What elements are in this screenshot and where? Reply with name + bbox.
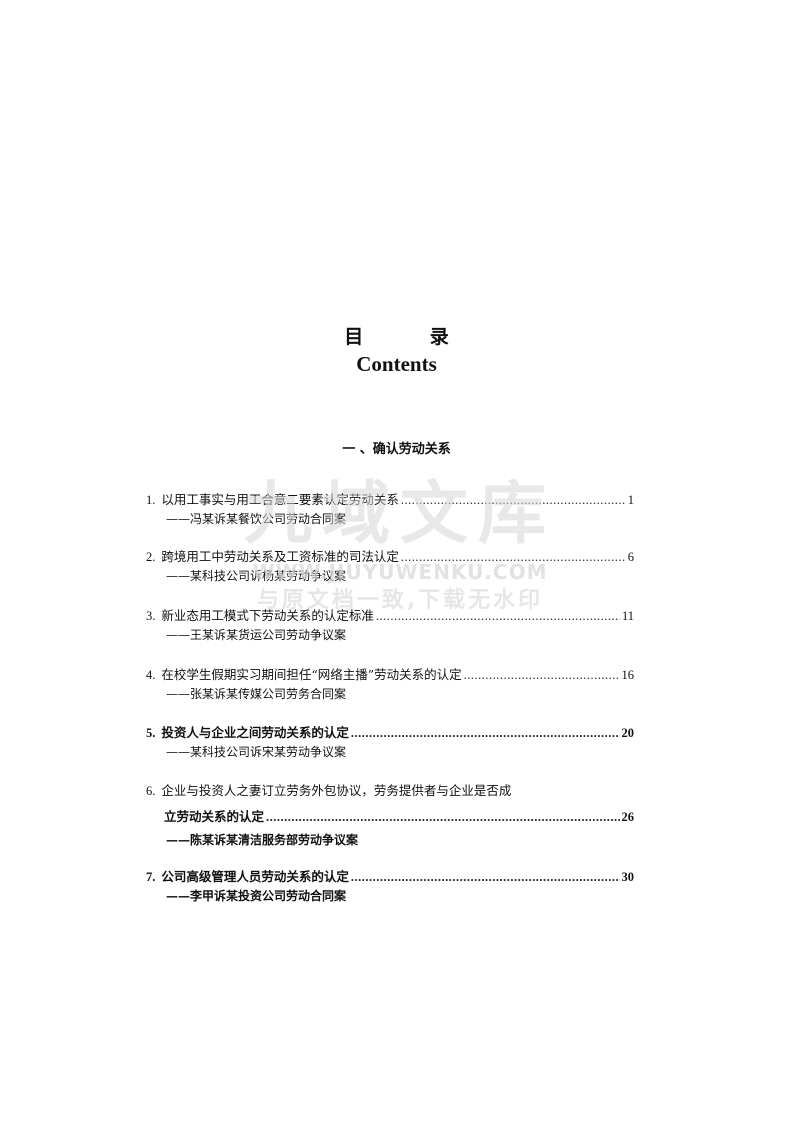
entry-subtitle: ——王某诉某货运公司劳动争议案 bbox=[166, 628, 347, 642]
toc-entry-5[interactable]: 5. 投资人与企业之间劳动关系的认定 .....................… bbox=[146, 722, 634, 762]
entry-number: 3. bbox=[146, 609, 156, 623]
entry-title: 跨境用工中劳动关系及工资标准的司法认定 bbox=[161, 549, 399, 564]
entry-page-number: 6 bbox=[627, 550, 634, 564]
toc-entry-4[interactable]: 4. 在校学生假期实习期间担任“网络主播”劳动关系的认定 ...........… bbox=[146, 664, 634, 704]
entry-page-number: 16 bbox=[621, 668, 635, 682]
entry-title: 公司高级管理人员劳动关系的认定 bbox=[161, 869, 349, 884]
toc-entry-2[interactable]: 2. 跨境用工中劳动关系及工资标准的司法认定 .................… bbox=[146, 546, 634, 586]
entry-number: 6. bbox=[146, 784, 156, 798]
section-heading: 一 、确认劳动关系 bbox=[342, 442, 451, 457]
toc-entry-3[interactable]: 3. 新业态用工模式下劳动关系的认定标准 ...................… bbox=[146, 605, 634, 645]
entry-subtitle: ——某科技公司诉杨某劳动争议案 bbox=[166, 569, 347, 583]
entry-subtitle: ——张某诉某传媒公司劳务合同案 bbox=[166, 687, 347, 701]
entry-number: 1. bbox=[146, 493, 156, 507]
toc-entry-line: 7. 公司高级管理人员劳动关系的认定 .....................… bbox=[146, 866, 634, 886]
entry-title: 新业态用工模式下劳动关系的认定标准 bbox=[161, 608, 374, 623]
dot-leader: ........................................… bbox=[400, 550, 626, 564]
entry-page-number: 30 bbox=[621, 870, 635, 884]
entry-subtitle: ——某科技公司诉宋某劳动争议案 bbox=[166, 745, 347, 759]
entry-title: 投资人与企业之间劳动关系的认定 bbox=[161, 725, 349, 740]
toc-entry-line: 2. 跨境用工中劳动关系及工资标准的司法认定 .................… bbox=[146, 546, 634, 566]
entry-page-number: 26 bbox=[621, 810, 635, 824]
toc-entry-1[interactable]: 1. 以用工事实与用工合意二要素认定劳动关系 .................… bbox=[146, 489, 634, 529]
toc-entry-6[interactable]: 6. 企业与投资人之妻订立劳务外包协议，劳务提供者与企业是否成 立劳动关系的认定… bbox=[146, 780, 634, 850]
entry-page-number: 11 bbox=[621, 609, 634, 623]
dot-leader: ........................................… bbox=[350, 870, 620, 884]
entry-subtitle: ——陈某诉某清洁服务部劳动争议案 bbox=[166, 833, 359, 847]
entry-subtitle: ——李甲诉某投资公司劳动合同案 bbox=[166, 889, 347, 903]
entry-number: 4. bbox=[146, 668, 156, 682]
toc-entry-line: 4. 在校学生假期实习期间担任“网络主播”劳动关系的认定 ...........… bbox=[146, 664, 634, 684]
entry-title: 以用工事实与用工合意二要素认定劳动关系 bbox=[161, 492, 399, 507]
entry-title-line1: 企业与投资人之妻订立劳务外包协议，劳务提供者与企业是否成 bbox=[161, 783, 512, 798]
dot-leader: ........................................… bbox=[400, 493, 626, 507]
toc-entry-line: 1. 以用工事实与用工合意二要素认定劳动关系 .................… bbox=[146, 489, 634, 509]
entry-page-number: 1 bbox=[627, 493, 634, 507]
dot-leader: ........................................… bbox=[350, 726, 620, 740]
dot-leader: ........................................… bbox=[266, 810, 619, 824]
contents-title-cn: 目 录 bbox=[344, 326, 479, 348]
entry-number: 7. bbox=[146, 870, 156, 884]
dot-leader: ........................................… bbox=[375, 609, 620, 623]
entry-page-number: 20 bbox=[621, 726, 635, 740]
toc-entry-7[interactable]: 7. 公司高级管理人员劳动关系的认定 .....................… bbox=[146, 866, 634, 906]
entry-subtitle: ——冯某诉某餐饮公司劳动合同案 bbox=[166, 512, 347, 526]
toc-entry-line: 立劳动关系的认定 ...............................… bbox=[146, 806, 634, 826]
entry-title: 在校学生假期实习期间担任“网络主播”劳动关系的认定 bbox=[161, 667, 462, 682]
toc-entry-line: 6. 企业与投资人之妻订立劳务外包协议，劳务提供者与企业是否成 bbox=[146, 780, 634, 800]
dot-leader: ........................................… bbox=[463, 668, 620, 682]
entry-number: 2. bbox=[146, 550, 156, 564]
entry-title-line2: 立劳动关系的认定 bbox=[164, 809, 265, 824]
contents-title-en: Contents bbox=[356, 352, 437, 376]
toc-entry-line: 3. 新业态用工模式下劳动关系的认定标准 ...................… bbox=[146, 605, 634, 625]
toc-entry-line: 5. 投资人与企业之间劳动关系的认定 .....................… bbox=[146, 722, 634, 742]
entry-number: 5. bbox=[146, 726, 156, 740]
